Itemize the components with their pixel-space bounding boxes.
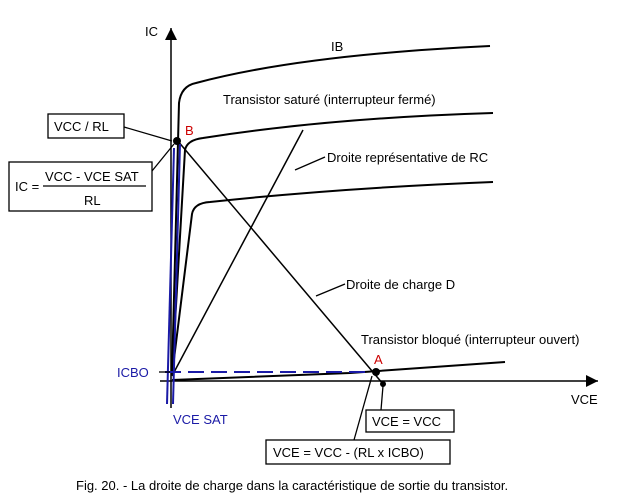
blocked-label: Transistor bloqué (interrupteur ouvert)	[361, 332, 579, 347]
figure-caption: Fig. 20. - La droite de charge dans la c…	[76, 478, 508, 493]
rc-pointer	[294, 156, 326, 171]
load-line	[176, 139, 384, 385]
point-vcc-dot	[380, 381, 386, 387]
vcc-rl-box	[47, 113, 125, 139]
load-line-pointer	[315, 283, 346, 297]
ib-curve-low	[171, 181, 494, 376]
point-a-dot	[372, 368, 380, 376]
vce-sat-line	[172, 143, 181, 405]
vce-vcc-text: VCE = VCC	[372, 414, 441, 429]
ic-prefix: IC =	[15, 179, 39, 194]
icbo-label: ICBO	[117, 365, 149, 380]
ib-label: IB	[331, 39, 343, 54]
vcc-rl-text: VCC / RL	[54, 119, 109, 134]
vce-formula-pointer	[353, 375, 373, 441]
saturated-label: Transistor saturé (interrupteur fermé)	[223, 92, 436, 107]
ib-curve-high	[171, 45, 491, 376]
ib-curve-mid	[171, 112, 494, 376]
point-a-label: A	[374, 352, 383, 367]
vce-sat-line-2	[166, 147, 175, 405]
point-b-dot	[173, 137, 181, 145]
rc-line-label: Droite représentative de RC	[327, 150, 488, 165]
vce-vcc-box	[365, 409, 455, 433]
y-axis-label: IC	[145, 24, 158, 39]
vcc-rl-pointer	[123, 126, 173, 142]
x-axis-label: VCE	[571, 392, 598, 407]
ic-pointer	[151, 143, 175, 172]
vce-formula-text: VCE = VCC - (RL x ICBO)	[273, 445, 424, 460]
point-b-label: B	[185, 123, 194, 138]
load-line-label: Droite de charge D	[346, 277, 455, 292]
vce-formula-box	[265, 439, 451, 465]
rc-line	[171, 129, 304, 377]
vce-sat-label: VCE SAT	[173, 412, 228, 427]
ic-numerator: VCC - VCE SAT	[45, 169, 139, 184]
ic-denominator: RL	[84, 193, 101, 208]
vce-vcc-pointer	[380, 385, 384, 411]
